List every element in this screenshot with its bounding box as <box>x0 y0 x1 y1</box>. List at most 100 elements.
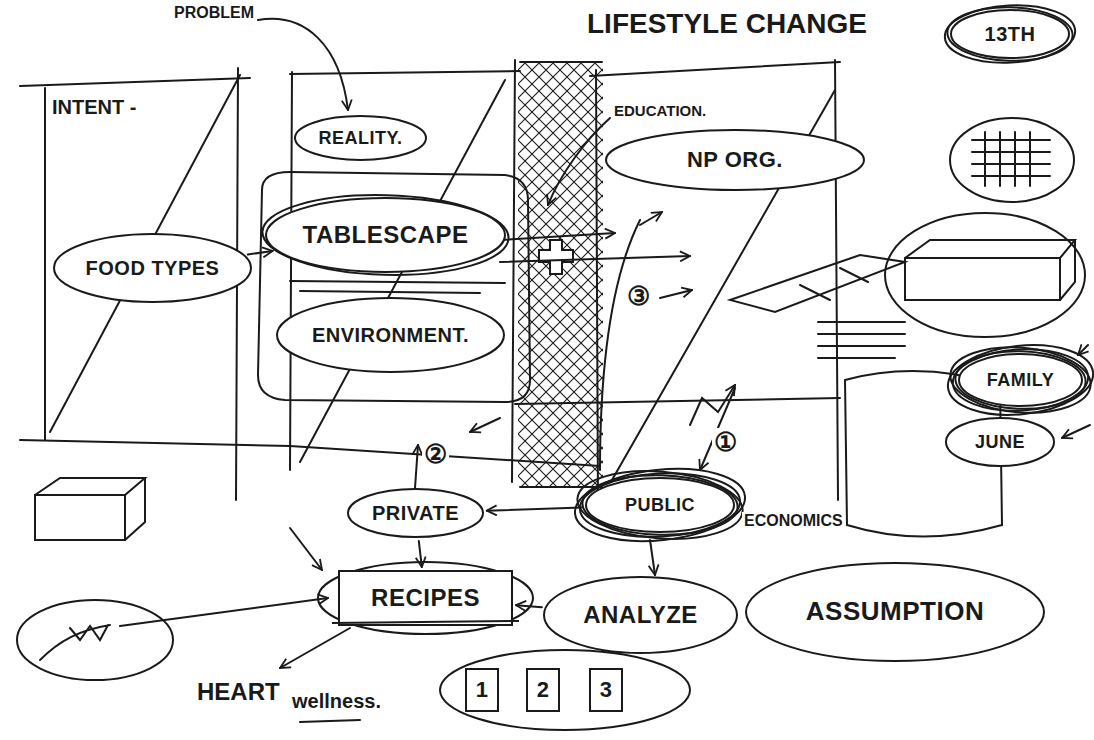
callout-number: ① <box>712 428 739 458</box>
underline <box>300 720 360 722</box>
outline-ring <box>575 465 745 545</box>
sketch-ellipse: ANALYZE <box>543 576 738 654</box>
node-text: ANALYZE <box>583 601 698 629</box>
scribble <box>40 625 110 660</box>
outline-ellipse <box>606 130 864 190</box>
sketch-box: 1 <box>465 668 499 712</box>
frame-line <box>590 62 840 76</box>
outline-ring <box>578 469 741 541</box>
pointer-arrow <box>1078 345 1088 355</box>
node-body: JUNE <box>945 417 1055 467</box>
sketch-label: wellness. <box>290 690 383 713</box>
node-text: FOOD TYPES <box>86 257 220 280</box>
node-text: RECIPES <box>371 584 480 612</box>
node-body: PUBLIC <box>585 477 735 533</box>
outline-ring <box>318 562 533 634</box>
node-body: ASSUMPTION <box>745 562 1045 662</box>
node-body: RECIPES <box>338 570 513 626</box>
pointer-arrow <box>258 19 348 110</box>
frame-line <box>512 60 515 482</box>
frame-line <box>596 70 598 505</box>
sketch-ellipse: NP ORG. <box>605 129 865 191</box>
sketch-label: ECONOMICS <box>742 512 845 530</box>
box-icon <box>905 240 1075 300</box>
sketch-label: PROBLEM <box>172 4 256 22</box>
frame-line <box>290 71 520 74</box>
sketch-ellipse: JUNE <box>945 417 1055 467</box>
outline-box <box>339 571 512 625</box>
node-text: PUBLIC <box>625 495 695 516</box>
stack-icon <box>972 132 1050 186</box>
outline-ring <box>948 342 1093 418</box>
plane-sketch <box>730 255 905 312</box>
node-text: REALITY. <box>318 128 402 149</box>
empty-oval <box>17 600 173 680</box>
pointer-arrow <box>500 256 690 262</box>
sketch-box: 3 <box>589 668 623 712</box>
group-oval <box>440 650 690 730</box>
outline-ellipse <box>277 298 504 372</box>
outline-ring <box>582 473 739 537</box>
sketch-label: HEART <box>195 678 282 706</box>
node-body: NP ORG. <box>605 129 865 191</box>
node-text: FAMILY <box>987 370 1054 391</box>
outline-ellipse <box>746 563 1044 661</box>
callout-number: ② <box>422 440 449 470</box>
outline-double <box>332 621 519 623</box>
connector-arrow <box>487 508 583 511</box>
pointer-arrow <box>660 290 692 298</box>
outline-ellipse <box>54 234 251 302</box>
outline-ellipse <box>951 10 1069 58</box>
outline-box <box>527 669 559 711</box>
node-body: TABLESCAPE <box>265 197 506 273</box>
frame-line <box>835 60 838 500</box>
sketch-label: EDUCATION. <box>612 102 708 119</box>
frame-line <box>20 78 250 86</box>
node-body: FAMILY <box>958 353 1083 407</box>
box-icon <box>35 478 145 540</box>
node-text: 13TH <box>985 23 1036 46</box>
sketch-box: RECIPES <box>338 570 513 626</box>
sketch-ellipse: REALITY. <box>294 115 427 161</box>
sketch-ellipse: ASSUMPTION <box>745 562 1045 662</box>
group-loop <box>258 172 530 402</box>
node-text: 1 <box>476 677 489 702</box>
pointer-arrow <box>650 540 655 575</box>
node-body: 1 <box>465 668 499 712</box>
outline-ring <box>261 192 509 278</box>
sketch-ellipse: FOOD TYPES <box>53 233 252 303</box>
pointer-arrow <box>280 628 350 668</box>
callout-number: ③ <box>625 282 652 312</box>
sketch-ellipse: TABLESCAPE <box>265 197 506 273</box>
outline-ring <box>943 2 1076 66</box>
sketch-label: INTENT - <box>50 96 138 119</box>
icon-circle <box>885 213 1085 337</box>
hatch-lines <box>818 322 905 358</box>
node-text: PRIVATE <box>372 502 459 525</box>
sketch-ellipse: 13TH <box>950 9 1070 59</box>
node-body: ENVIRONMENT. <box>276 297 505 373</box>
hatched-band <box>518 62 603 487</box>
pointer-arrow <box>1062 425 1090 438</box>
outline-ellipse <box>586 478 734 532</box>
frame-line <box>515 398 840 404</box>
node-text: ENVIRONMENT. <box>312 324 469 347</box>
node-body: 2 <box>526 668 560 712</box>
sketch-box: 2 <box>526 668 560 712</box>
sketch-ellipse: PUBLIC <box>585 477 735 533</box>
outline-ring <box>947 6 1074 63</box>
outline-ellipse <box>348 489 483 537</box>
outline-ellipse <box>544 577 737 653</box>
node-body: PRIVATE <box>347 488 484 538</box>
node-text: 2 <box>537 677 550 702</box>
pointer-arrow <box>640 212 662 225</box>
node-body: FOOD TYPES <box>53 233 252 303</box>
node-body: REALITY. <box>294 115 427 161</box>
pointer-arrow <box>500 233 615 240</box>
node-text: ASSUMPTION <box>806 597 984 627</box>
node-body: 13TH <box>950 9 1070 59</box>
outline-ring <box>951 346 1089 414</box>
outline-ellipse <box>295 116 426 160</box>
